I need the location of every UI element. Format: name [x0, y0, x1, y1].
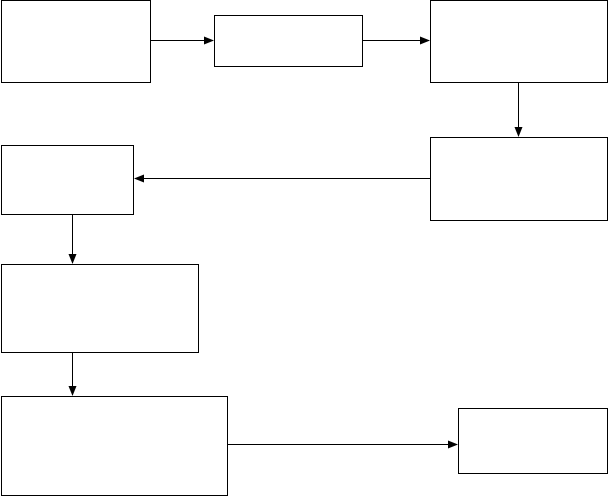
node-box-2[interactable] [214, 15, 363, 67]
node-box-1[interactable] [1, 0, 151, 83]
node-box-8[interactable] [458, 408, 608, 474]
node-box-3[interactable] [430, 0, 608, 83]
node-box-6[interactable] [1, 264, 199, 353]
node-box-4[interactable] [430, 137, 608, 221]
node-box-5[interactable] [1, 145, 134, 215]
node-box-7[interactable] [1, 396, 228, 496]
